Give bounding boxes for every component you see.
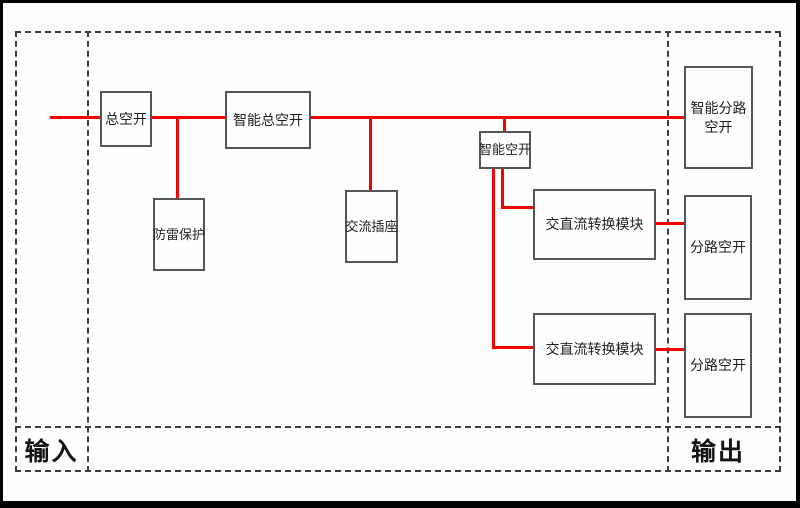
node-smart-main-breaker: 智能总空开 <box>225 91 311 149</box>
input-zone-divider <box>87 31 89 472</box>
node-lightning-protection-label: 防雷保护 <box>153 226 206 242</box>
node-acdc-module-1: 交直流转换模块 <box>533 189 656 260</box>
picture-border-right <box>796 0 800 508</box>
wire-smart-breaker-to-module1-vertical <box>501 167 504 209</box>
node-acdc-module-1-label: 交直流转换模块 <box>545 216 644 233</box>
node-branch-breaker-2-label: 分路空开 <box>690 357 746 374</box>
output-zone-divider <box>667 31 669 472</box>
node-ac-socket: 交流插座 <box>345 190 398 263</box>
picture-border-bottom <box>0 501 800 508</box>
node-acdc-module-2-label: 交直流转换模块 <box>545 340 644 357</box>
wire-smart-breaker-to-module1-horizontal <box>501 206 534 209</box>
wire-drop-smart-breaker <box>503 116 506 133</box>
picture-border-left <box>0 0 3 508</box>
node-smart-branch-breaker-label-line2: 空开 <box>704 118 733 135</box>
wire-drop-ac-socket <box>369 116 372 192</box>
node-branch-breaker-1-label: 分路空开 <box>690 239 746 256</box>
node-acdc-module-2: 交直流转换模块 <box>533 313 656 385</box>
node-smart-branch-breaker: 智能分路 空开 <box>684 66 753 169</box>
output-zone-label: 输出 <box>690 437 745 466</box>
node-smart-branch-breaker-label-line1: 智能分路 <box>690 99 747 116</box>
node-main-breaker-label: 总空开 <box>105 110 147 127</box>
wire-main-bus <box>50 116 684 119</box>
node-lightning-protection: 防雷保护 <box>153 198 205 271</box>
node-branch-breaker-2: 分路空开 <box>684 313 752 418</box>
wire-module1-to-branch-breaker1 <box>655 222 685 225</box>
input-zone-label: 输入 <box>24 437 79 466</box>
wire-smart-breaker-to-module2-vertical <box>492 167 495 349</box>
node-ac-socket-label: 交流插座 <box>345 218 398 234</box>
node-smart-main-breaker-label: 智能总空开 <box>233 111 303 128</box>
picture-border-top <box>0 0 800 3</box>
label-row-divider <box>15 426 781 428</box>
node-branch-breaker-1: 分路空开 <box>684 195 752 300</box>
node-smart-breaker: 智能空开 <box>479 131 531 169</box>
wire-drop-lightning-protection <box>176 116 179 200</box>
diagram-outer-dashed-frame <box>15 31 781 472</box>
wire-smart-breaker-to-module2-horizontal <box>492 346 534 349</box>
node-smart-breaker-label: 智能空开 <box>479 142 532 158</box>
node-main-breaker: 总空开 <box>100 91 152 147</box>
wire-module2-to-branch-breaker2 <box>655 348 685 351</box>
